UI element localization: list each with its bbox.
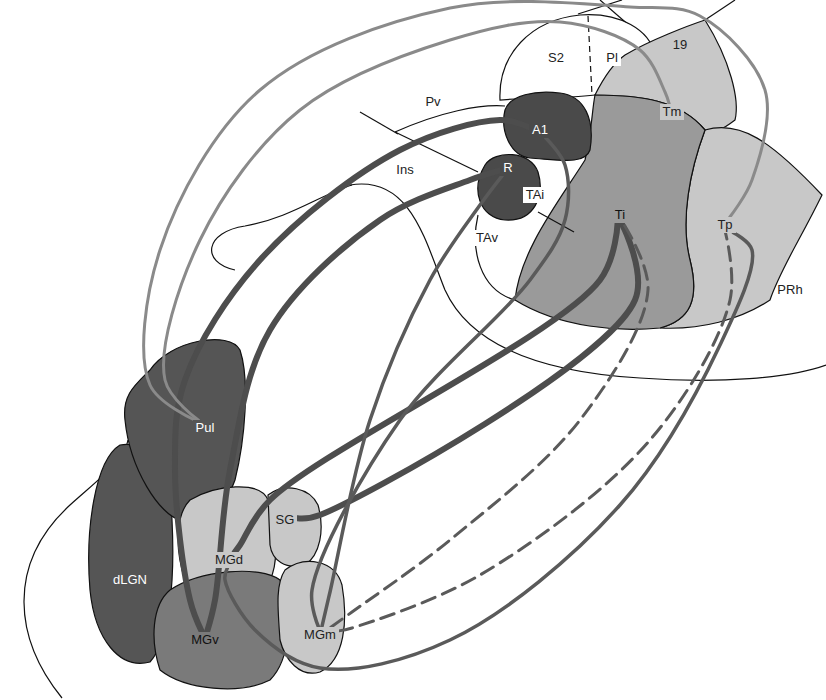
area-name: TAv xyxy=(476,230,498,246)
area-boundary xyxy=(538,212,574,232)
mgv-nucleus xyxy=(154,571,289,688)
area-name: Tp xyxy=(717,217,732,233)
projection-line xyxy=(312,138,569,627)
area-name: R xyxy=(503,160,512,176)
area-label-box: TAi xyxy=(523,187,548,203)
area-name: MGv xyxy=(191,632,218,648)
area-label-box: Tp xyxy=(714,217,735,233)
sg-nucleus xyxy=(268,488,321,566)
area-label: PRh xyxy=(775,282,804,298)
projection-line xyxy=(297,223,638,519)
area-name: MGd xyxy=(215,552,243,568)
area-name: dLGN xyxy=(113,572,147,588)
area-label: Pv xyxy=(423,94,442,110)
area-name: A1 xyxy=(532,122,548,138)
a1-area xyxy=(504,92,592,160)
area-name: Ti xyxy=(615,207,625,223)
area-label-box: S2 xyxy=(545,50,567,66)
area-name: Pul xyxy=(196,420,215,436)
area-label-box: Pl xyxy=(603,50,621,66)
projection-line xyxy=(322,176,502,627)
area-label-box: MGd xyxy=(212,552,246,568)
area-label-box: SG xyxy=(273,512,298,528)
area-name: MGm xyxy=(304,627,336,643)
area-label-box: dLGN xyxy=(110,572,150,588)
area-label-box: MGv xyxy=(188,632,221,648)
area-boundary xyxy=(705,0,735,20)
area-label-box: Tm xyxy=(660,104,685,120)
area-name: SG xyxy=(276,512,295,528)
area-name: TAi xyxy=(526,187,545,203)
projection-line xyxy=(164,21,670,420)
area-label: Ins xyxy=(394,162,415,178)
projection-line xyxy=(175,120,529,632)
area-label-box: TAv xyxy=(473,230,501,246)
area-label-box: R xyxy=(500,160,515,176)
area-label-box: A1 xyxy=(529,122,551,138)
area-boundary xyxy=(360,112,398,134)
area-name: Tm xyxy=(663,104,682,120)
ti-area xyxy=(515,95,705,329)
projection-line xyxy=(225,233,753,670)
area-label: 19 xyxy=(671,37,689,53)
area-name: S2 xyxy=(548,50,564,66)
area-boundary xyxy=(475,215,515,300)
projection-line xyxy=(331,223,648,627)
area-label-box: MGm xyxy=(301,627,339,643)
area-label-box: Pul xyxy=(193,420,218,436)
area-name: Pl xyxy=(606,50,618,66)
area-label-box: Ti xyxy=(612,207,628,223)
